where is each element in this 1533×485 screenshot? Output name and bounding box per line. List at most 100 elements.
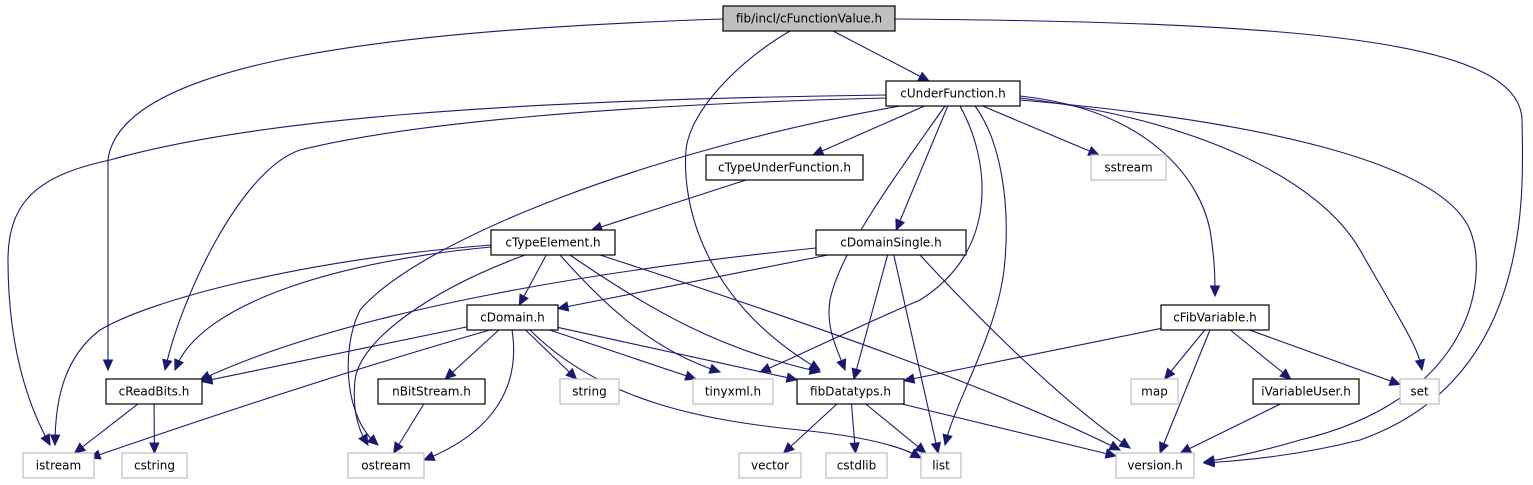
edge-cDomainSingle-to-fibDatatyps-arrowhead	[851, 367, 862, 381]
edge-cFibVariable-to-version	[1159, 329, 1211, 454]
edge-cReadBits-to-istream	[74, 403, 139, 454]
edge-cDomain-to-ostream-arrowhead	[422, 451, 436, 461]
edge-cDomain-to-list-arrowhead	[909, 448, 923, 459]
edge-cDomainSingle-to-cDomain	[557, 254, 829, 310]
edge-cUnderFunction-to-version-arrowhead	[1202, 455, 1216, 466]
edge-cDomain-to-list	[529, 329, 922, 459]
edge-cReadBits-to-istream-arrowhead	[73, 442, 87, 454]
edge-cDomainSingle-to-version	[919, 254, 1131, 449]
node-box[interactable]	[1252, 378, 1360, 405]
edge-cFibVariable-to-iVariableUser-arrowhead	[1279, 368, 1292, 380]
edge-cTypeUnderFunction-to-cTypeElement	[591, 179, 747, 231]
edge-cFibVariable-to-set	[1249, 329, 1401, 385]
node-label: version.h	[1127, 459, 1182, 473]
edge-cDomain-to-cReadBits-arrowhead	[200, 374, 214, 385]
edge-cUnderFunction-to-set	[1019, 97, 1423, 371]
edge-cUnderFunction-to-cFibVariable-arrowhead	[1209, 285, 1221, 298]
edge-cUnderFunction-to-cDomainSingle-arrowhead	[895, 218, 906, 232]
edge-cDomain-to-string	[525, 329, 577, 380]
edge-cUnderFunction-to-tinyxml	[759, 105, 983, 373]
edge-cUnderFunction-to-version	[1019, 99, 1477, 463]
edge-nBitStream-to-ostream-arrowhead	[393, 441, 404, 455]
node-ostream: ostream	[347, 452, 425, 479]
edges-layer	[7, 18, 1524, 468]
node-label: cDomain.h	[480, 311, 545, 325]
node-box[interactable]	[1160, 304, 1270, 331]
node-root[interactable]: fib/incl/cFunctionValue.h	[722, 5, 896, 32]
node-cReadBits[interactable]: cReadBits.h	[105, 378, 203, 405]
node-label: cDomainSingle.h	[840, 236, 941, 250]
node-box	[121, 452, 188, 479]
node-box	[738, 452, 802, 479]
edge-cDomainSingle-to-cDomain-arrowhead	[556, 301, 570, 312]
edge-cUnderFunction-to-cTypeUnderFunction	[812, 105, 925, 156]
node-cTypeElement[interactable]: cTypeElement.h	[490, 229, 616, 256]
node-nBitStream[interactable]: nBitStream.h	[377, 378, 486, 405]
node-label: list	[932, 459, 950, 473]
node-box[interactable]	[815, 229, 967, 256]
edge-cUnderFunction-to-list-arrowhead	[942, 433, 953, 447]
edge-cDomainSingle-to-version-arrowhead	[1118, 437, 1131, 449]
node-box[interactable]	[377, 378, 486, 405]
node-label: nBitStream.h	[392, 385, 471, 399]
edge-cTypeElement-to-fibDatatyps	[569, 254, 821, 373]
node-cTypeUnderFunction[interactable]: cTypeUnderFunction.h	[705, 154, 864, 181]
edge-cDomainSingle-to-list	[893, 254, 939, 454]
node-iVariableUser[interactable]: iVariableUser.h	[1252, 378, 1360, 405]
edge-iVariableUser-to-version-arrowhead	[1179, 443, 1193, 454]
node-cDomain[interactable]: cDomain.h	[466, 304, 559, 331]
node-box	[920, 452, 962, 479]
edge-cUnderFunction-to-ostream	[347, 105, 901, 446]
edge-cTypeElement-to-fibDatatyps-arrowhead	[808, 364, 822, 375]
edge-cFibVariable-to-fibDatatyps	[903, 327, 1162, 382]
node-box	[825, 452, 888, 479]
edge-root-to-fibDatatyps	[685, 30, 821, 371]
edge-cUnderFunction-to-istream-arrowhead	[40, 433, 51, 447]
node-box[interactable]	[796, 378, 905, 405]
node-box	[22, 452, 95, 479]
edge-cUnderFunction-to-cTypeUnderFunction-arrowhead	[811, 145, 825, 156]
node-cFibVariable[interactable]: cFibVariable.h	[1160, 304, 1270, 331]
node-cDomainSingle[interactable]: cDomainSingle.h	[815, 229, 967, 256]
edge-cUnderFunction-to-sstream-arrowhead	[1087, 146, 1100, 156]
edge-cTypeElement-to-version-arrowhead	[1108, 440, 1122, 451]
node-map: map	[1130, 378, 1179, 405]
node-label: sstream	[1104, 161, 1152, 175]
node-box[interactable]	[705, 154, 864, 181]
edge-cDomain-to-nBitStream	[444, 329, 500, 380]
edge-cUnderFunction-to-ostream-arrowhead	[366, 434, 379, 446]
edge-cTypeElement-to-cReadBits	[174, 246, 492, 371]
node-label: set	[1410, 385, 1429, 399]
edge-root-to-cUnderFunction-arrowhead	[917, 71, 931, 82]
node-box[interactable]	[885, 80, 1021, 107]
edge-cTypeElement-to-cDomain-arrowhead	[518, 293, 529, 307]
node-box[interactable]	[105, 378, 203, 405]
node-sstream: sstream	[1090, 154, 1167, 181]
edge-fibDatatyps-to-vector	[783, 403, 838, 454]
edge-cTypeElement-to-version	[599, 254, 1121, 451]
edge-root-to-cReadBits-arrowhead	[102, 359, 114, 372]
edge-cDomain-to-ostream	[423, 329, 515, 461]
node-string: string	[559, 378, 620, 405]
edge-cUnderFunction-to-cDomainSingle	[895, 105, 949, 231]
edge-root-to-cUnderFunction	[832, 30, 930, 82]
node-box	[692, 378, 774, 405]
edge-cTypeElement-to-istream-arrowhead	[49, 434, 61, 447]
node-box[interactable]	[466, 304, 559, 331]
edge-cDomainSingle-to-fibDatatyps	[853, 254, 889, 380]
edge-fibDatatyps-to-vector-arrowhead	[782, 442, 795, 454]
edge-fibDatatyps-to-list	[865, 403, 927, 454]
node-list: list	[920, 452, 962, 479]
node-label: iVariableUser.h	[1261, 385, 1351, 399]
node-label: cstdlib	[837, 459, 876, 473]
edge-cFibVariable-to-map	[1164, 329, 1206, 380]
edge-cReadBits-to-cstring-arrowhead	[149, 442, 160, 455]
node-fibDatatyps[interactable]: fibDatatyps.h	[796, 378, 905, 405]
edge-cFibVariable-to-version-arrowhead	[1159, 441, 1169, 455]
node-cstring: cstring	[121, 452, 188, 479]
node-box[interactable]	[490, 229, 616, 256]
edge-cUnderFunction-to-fibDatatyps-arrowhead	[836, 358, 847, 372]
node-cUnderFunction[interactable]: cUnderFunction.h	[885, 80, 1021, 107]
node-box[interactable]	[722, 5, 896, 32]
edge-cDomainSingle-to-cReadBits	[199, 247, 817, 381]
